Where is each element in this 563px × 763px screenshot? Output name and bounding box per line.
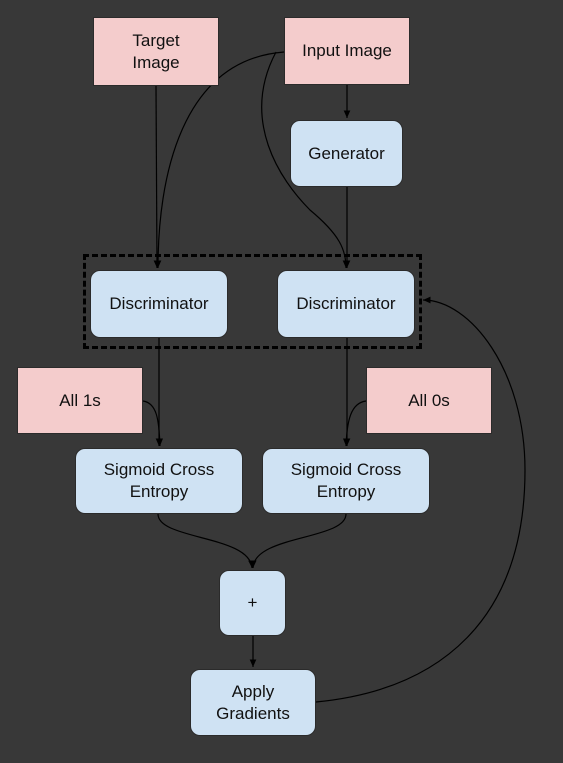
edge-sigmoid-right-to-plus (249, 513, 347, 569)
all-ones-node: All 1s (17, 367, 143, 434)
discriminator-group-box (83, 254, 422, 349)
generator-node: Generator (290, 120, 403, 187)
edge-zeros-to-sigmoid-right (342, 400, 367, 447)
sigmoid-cross-entropy-left-node: Sigmoid Cross Entropy (75, 448, 243, 514)
apply-gradients-node: Apply Gradients (190, 669, 316, 736)
edge-apply-gradients-to-discriminator-right (315, 296, 526, 703)
edge-input-to-discriminator-left (154, 51, 285, 269)
all-zeros-node: All 0s (366, 367, 492, 434)
edge-ones-to-sigmoid-left (142, 400, 164, 447)
target-image-node: Target Image (93, 17, 219, 86)
edge-target-to-discriminator-left (153, 85, 161, 269)
discriminator-left-node: Discriminator (90, 270, 228, 338)
edge-input-to-discriminator-right (261, 51, 350, 269)
sigmoid-cross-entropy-right-node: Sigmoid Cross Entropy (262, 448, 430, 514)
edge-sigmoid-left-to-plus (157, 513, 255, 569)
plus-node: + (219, 570, 286, 636)
discriminator-right-node: Discriminator (277, 270, 415, 338)
input-image-node: Input Image (284, 17, 410, 85)
